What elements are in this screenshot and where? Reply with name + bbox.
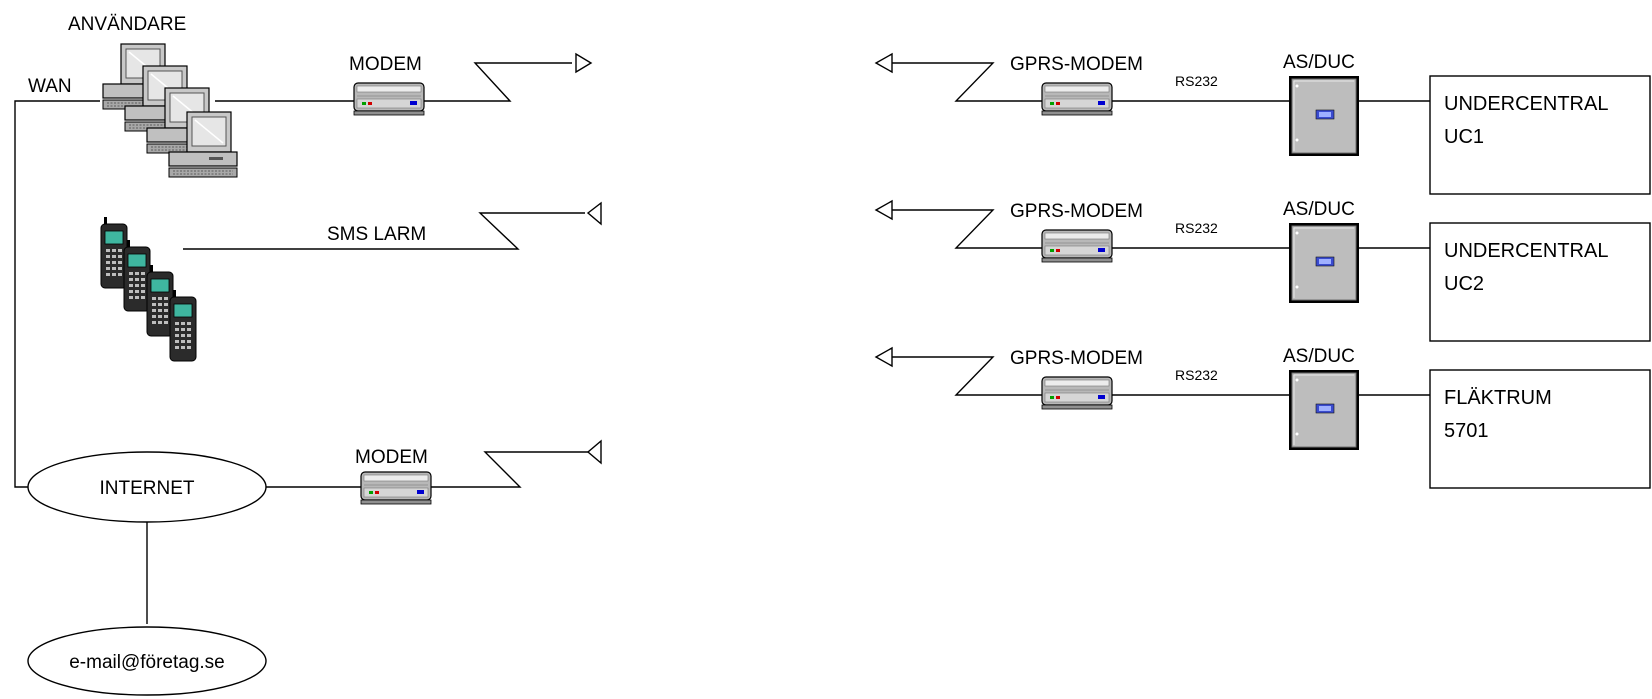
wan-link-line [14,100,100,488]
station-3-gprs-modem-icon [1041,376,1113,410]
station-3-target-line1: FLÄKTRUM [1444,387,1552,409]
radio-link-top [424,62,572,102]
station-2: GPRS-MODEM RS232 AS/DUC UNDERCENTRAL UC2 [874,199,1651,342]
station-1-duc-label: AS/DUC [1283,52,1355,73]
station-2-gprs-modem-icon [1041,229,1113,263]
user-computers-icon [102,43,238,178]
station-2-rs232-label: RS232 [1175,220,1218,236]
modem-bottom-label: MODEM [355,447,428,468]
internet-label: INTERNET [100,478,195,499]
station-1: GPRS-MODEM RS232 AS/DUC UNDERCENTRAL UC1 [874,52,1651,195]
radio-link-bottom [431,451,588,488]
station-1-radio-link [892,62,1042,102]
station-3-radio-link [892,356,1042,396]
station-1-antenna-icon [874,52,893,74]
station-1-duc-icon [1288,75,1360,157]
antenna-sms-icon [586,201,602,226]
modem-top-icon [353,82,425,116]
email-label: e-mail@företag.se [69,652,225,673]
station-1-gprs-modem-icon [1041,82,1113,116]
station-2-target-box [1429,222,1651,342]
station-3-target-line2: 5701 [1444,420,1489,442]
station-3-antenna-icon [874,346,893,368]
station-1-target-line2: UC1 [1444,126,1484,148]
station-3-target-box [1429,369,1651,489]
wan-label: WAN [28,76,72,97]
modem-bottom-icon [360,471,432,505]
station-1-target-box [1429,75,1651,195]
station-2-radio-link [892,209,1042,249]
users-label: ANVÄNDARE [68,14,186,35]
station-3-modem-label: GPRS-MODEM [1010,348,1143,369]
sms-link-line [183,212,585,250]
station-1-modem-label: GPRS-MODEM [1010,54,1143,75]
station-3-duc-icon [1288,369,1360,451]
antenna-bottom-icon [586,439,602,465]
modem-top-label: MODEM [349,54,422,75]
email-node [27,626,267,696]
station-1-rs232-label: RS232 [1175,73,1218,89]
station-3: GPRS-MODEM RS232 AS/DUC FLÄKTRUM 5701 [874,346,1651,489]
station-2-duc-icon [1288,222,1360,304]
sms-alarm-label: SMS LARM [327,224,426,245]
station-1-target-line1: UNDERCENTRAL [1444,93,1608,115]
station-3-duc-label: AS/DUC [1283,346,1355,367]
station-2-antenna-icon [874,199,893,221]
antenna-top-icon [575,52,593,74]
sms-phones-icon [100,216,197,362]
station-3-rs232-label: RS232 [1175,367,1218,383]
station-2-modem-label: GPRS-MODEM [1010,201,1143,222]
station-2-target-line1: UNDERCENTRAL [1444,240,1608,262]
station-2-target-line2: UC2 [1444,273,1484,295]
station-2-duc-label: AS/DUC [1283,199,1355,220]
